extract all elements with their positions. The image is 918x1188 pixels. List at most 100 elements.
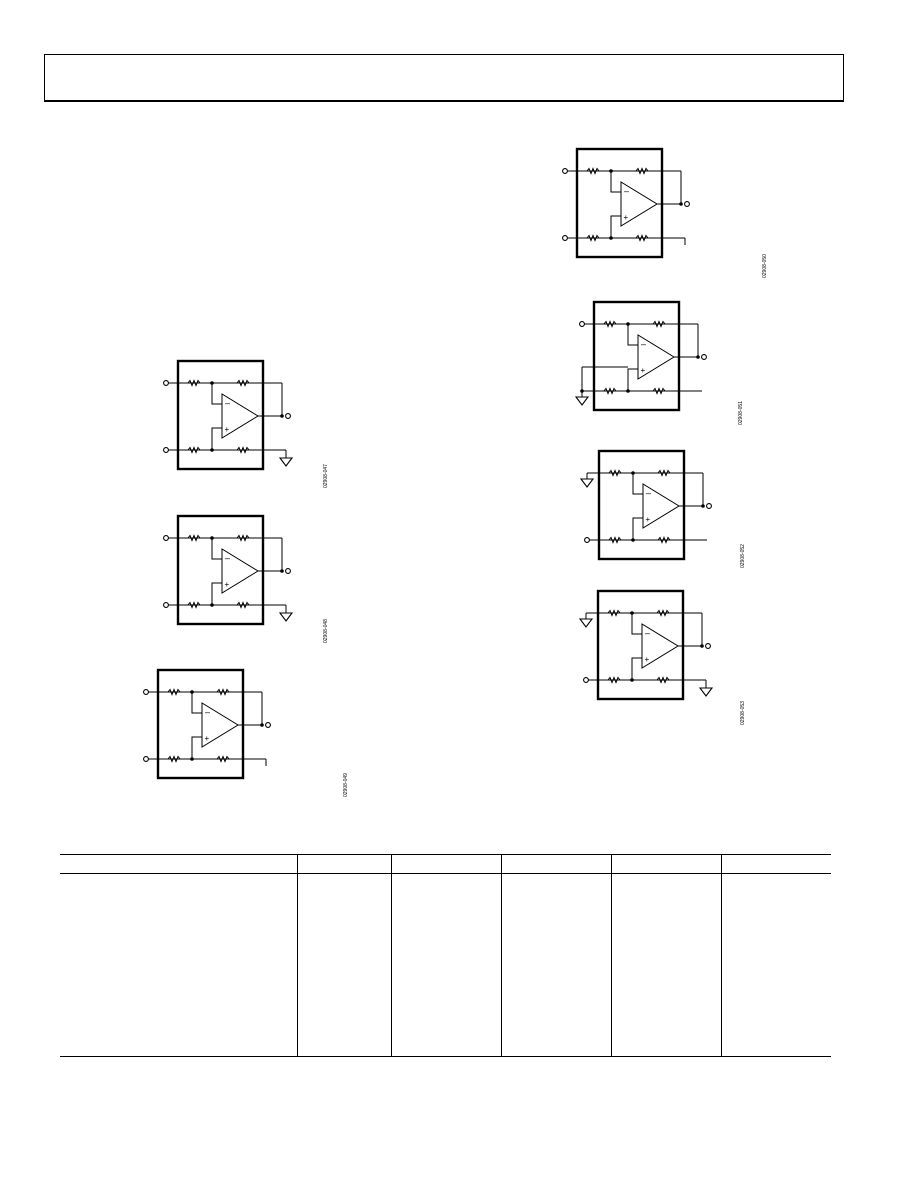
ground-symbol bbox=[278, 450, 294, 467]
input-pin bbox=[163, 447, 169, 453]
noninverting-input-sign: + bbox=[225, 580, 230, 589]
output-node-dot bbox=[280, 414, 284, 418]
resistor bbox=[187, 446, 201, 454]
output-pin bbox=[285, 568, 291, 574]
circuit-diagram-fig-b: – + bbox=[163, 514, 294, 626]
output-node-dot bbox=[260, 723, 264, 727]
input-pin bbox=[584, 537, 590, 543]
circuit-diagram-fig-d: – + bbox=[562, 147, 690, 259]
ground-symbol bbox=[579, 473, 595, 488]
resistor bbox=[652, 387, 666, 395]
resistor bbox=[607, 676, 621, 684]
circuit-diagram-fig-e: – + bbox=[574, 300, 707, 412]
resistor bbox=[657, 536, 671, 544]
ground-symbol bbox=[578, 613, 594, 628]
input-pin bbox=[163, 535, 169, 541]
resistor bbox=[607, 609, 621, 617]
op-amp-triangle bbox=[620, 181, 658, 227]
resistor bbox=[603, 320, 617, 328]
resistor bbox=[656, 676, 670, 684]
resistor bbox=[167, 755, 181, 763]
resistor bbox=[657, 469, 671, 477]
output-pin bbox=[684, 201, 690, 207]
spec-table bbox=[60, 854, 831, 1057]
resistor bbox=[635, 234, 649, 242]
op-amp-triangle bbox=[201, 702, 239, 748]
resistor bbox=[216, 755, 230, 763]
circuit-diagram-fig-f: – + bbox=[579, 449, 712, 561]
input-pin bbox=[583, 677, 589, 683]
resistor bbox=[236, 446, 250, 454]
ground-symbol bbox=[698, 680, 714, 697]
resistor bbox=[236, 534, 250, 542]
resistor bbox=[603, 387, 617, 395]
resistor bbox=[216, 688, 230, 696]
table-header-rule bbox=[60, 873, 831, 874]
table-top-rule bbox=[60, 854, 831, 855]
resistor bbox=[236, 601, 250, 609]
inverting-input-sign: – bbox=[645, 628, 650, 638]
circuit-diagram-fig-c: – + bbox=[143, 668, 271, 780]
inverting-input-sign: – bbox=[225, 553, 230, 563]
figure-id-label: 02908-050 bbox=[762, 254, 768, 278]
input-pin bbox=[143, 689, 149, 695]
figure-id-label: 02908-051 bbox=[738, 401, 744, 425]
resistor bbox=[635, 167, 649, 175]
inverting-input-sign: – bbox=[205, 707, 210, 717]
output-node-dot bbox=[701, 504, 705, 508]
op-amp-triangle bbox=[637, 334, 675, 380]
figure-id-label: 02908-053 bbox=[740, 701, 746, 725]
noninverting-input-sign: + bbox=[205, 734, 210, 743]
input-pin bbox=[562, 235, 568, 241]
circuit-diagram-fig-a: – + bbox=[163, 359, 294, 471]
output-node-dot bbox=[696, 355, 700, 359]
package-outline bbox=[596, 589, 685, 701]
resistor bbox=[608, 536, 622, 544]
resistor bbox=[608, 469, 622, 477]
package-outline bbox=[156, 668, 245, 780]
input-pin bbox=[163, 602, 169, 608]
noninverting-input-sign: + bbox=[225, 425, 230, 434]
table-column-separator bbox=[391, 854, 392, 1057]
output-node-dot bbox=[280, 569, 284, 573]
output-pin bbox=[265, 722, 271, 728]
op-amp-triangle bbox=[221, 393, 259, 439]
inverting-input-sign: – bbox=[624, 186, 629, 196]
circuit-diagram-fig-g: – + bbox=[578, 589, 714, 701]
inverting-input-sign: – bbox=[641, 339, 646, 349]
package-outline bbox=[176, 359, 265, 471]
input-pin bbox=[143, 756, 149, 762]
resistor bbox=[236, 379, 250, 387]
output-pin bbox=[285, 413, 291, 419]
resistor bbox=[586, 167, 600, 175]
ground-symbol bbox=[278, 605, 294, 622]
input-pin bbox=[163, 380, 169, 386]
input-pin bbox=[562, 168, 568, 174]
package-outline bbox=[592, 300, 681, 412]
noninverting-input-sign: + bbox=[624, 213, 629, 222]
package-outline bbox=[597, 449, 686, 561]
inverting-input-sign: – bbox=[646, 488, 651, 498]
figure-id-label: 02908-048 bbox=[323, 619, 329, 643]
figure-id-label: 02908-049 bbox=[343, 773, 349, 797]
output-pin bbox=[701, 354, 707, 360]
inverting-input-sign: – bbox=[225, 398, 230, 408]
noninverting-input-sign: + bbox=[641, 366, 646, 375]
resistor bbox=[652, 320, 666, 328]
figure-id-label: 02908-052 bbox=[740, 544, 746, 568]
resistor bbox=[586, 234, 600, 242]
ground-symbol bbox=[574, 366, 628, 406]
table-column-separator bbox=[501, 854, 502, 1057]
resistor bbox=[187, 601, 201, 609]
noninverting-input-sign: + bbox=[646, 515, 651, 524]
resistor bbox=[167, 688, 181, 696]
op-amp-triangle bbox=[642, 483, 680, 529]
input-pin bbox=[579, 321, 585, 327]
table-column-separator bbox=[611, 854, 612, 1057]
resistor bbox=[187, 534, 201, 542]
resistor bbox=[656, 609, 670, 617]
package-outline bbox=[176, 514, 265, 626]
output-pin bbox=[705, 643, 711, 649]
package-outline bbox=[575, 147, 664, 259]
output-node-dot bbox=[679, 202, 683, 206]
